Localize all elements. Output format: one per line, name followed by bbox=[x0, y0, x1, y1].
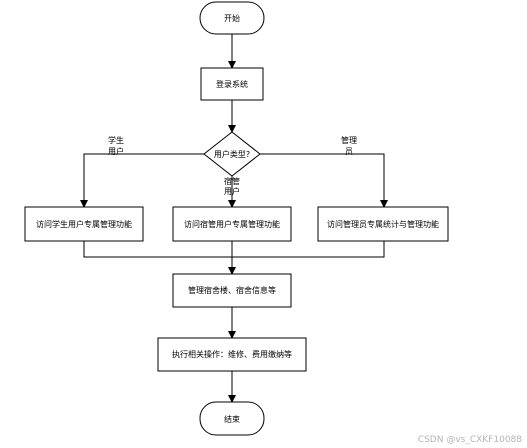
student-label: 访问学生用户专属管理功能 bbox=[36, 219, 132, 229]
edge-label-dorm-1: 宿管 bbox=[224, 176, 240, 186]
watermark: CSDN @vs_CXKF10088 bbox=[418, 435, 522, 445]
edge-admin-merge bbox=[232, 241, 385, 258]
edge-label-admin-2: 员 bbox=[345, 147, 353, 156]
execute-node: 执行相关操作：维修、费用缴纳等 bbox=[157, 337, 307, 372]
edge-decision-student bbox=[80, 153, 204, 208]
login-node: 登录系统 bbox=[200, 67, 264, 101]
start-label: 开始 bbox=[224, 13, 240, 23]
manage-node: 管理宿舍楼、宿舍信息等 bbox=[172, 273, 292, 308]
dorm-node: 访问宿管用户专属管理功能 bbox=[172, 206, 292, 242]
edge-student-merge bbox=[83, 241, 232, 258]
edge-decision-admin bbox=[260, 153, 388, 208]
edge-label-dorm-2: 用户 bbox=[224, 186, 240, 196]
admin-node: 访问管理员专属统计与管理功能 bbox=[317, 206, 449, 242]
edge-label-student-2: 用户 bbox=[108, 146, 124, 156]
decision-label: 用户类型? bbox=[214, 149, 250, 159]
end-node: 结束 bbox=[199, 401, 265, 436]
admin-label: 访问管理员专属统计与管理功能 bbox=[327, 219, 439, 229]
manage-label: 管理宿舍楼、宿舍信息等 bbox=[188, 285, 276, 295]
decision-node: 用户类型? bbox=[203, 131, 261, 177]
edge-label-admin-1: 管理 bbox=[341, 135, 357, 145]
login-label: 登录系统 bbox=[216, 79, 248, 89]
student-node: 访问学生用户专属管理功能 bbox=[24, 206, 144, 242]
start-node: 开始 bbox=[199, 1, 265, 35]
dorm-label: 访问宿管用户专属管理功能 bbox=[184, 219, 280, 229]
end-label: 结束 bbox=[224, 414, 240, 424]
execute-label: 执行相关操作：维修、费用缴纳等 bbox=[172, 349, 292, 359]
connectors bbox=[80, 34, 388, 403]
edge-label-student-1: 学生 bbox=[108, 135, 124, 145]
